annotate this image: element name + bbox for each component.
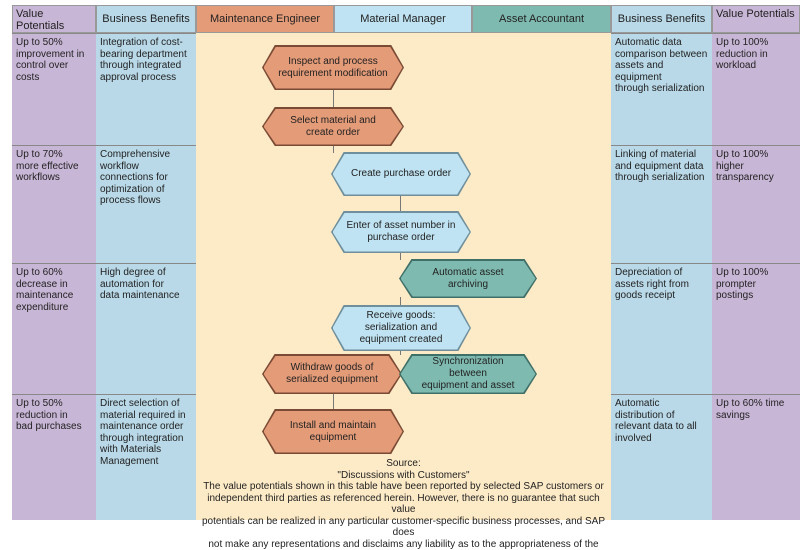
- connector-line: [333, 89, 334, 108]
- connector-line: [333, 393, 334, 410]
- header-business-benefits-right: Business Benefits: [611, 5, 712, 33]
- header-value-potentials-right: Value Potentials: [712, 5, 800, 33]
- disclaimer-line: The value potentials shown in this table…: [196, 481, 611, 493]
- disclaimer-line: potentials can be realized in any partic…: [196, 516, 611, 539]
- disclaimer-line: not make any representations and disclai…: [196, 539, 611, 550]
- header-material-manager: Material Manager: [334, 5, 472, 33]
- connector-line: [333, 145, 334, 153]
- step-automatic-asset-archiving: Automatic asset archiving: [399, 259, 537, 298]
- header-value-potentials-left: Value Potentials: [12, 5, 96, 33]
- header-business-benefits-left: Business Benefits: [96, 5, 196, 33]
- source-reference: "Discussions with Customers": [196, 470, 611, 482]
- source-label: Source:: [196, 458, 611, 470]
- header-maintenance-engineer: Maintenance Engineer: [196, 5, 334, 33]
- connector-line: [400, 252, 401, 260]
- header-asset-accountant: Asset Accountant: [472, 5, 611, 33]
- process-area: [196, 5, 611, 520]
- connector-line: [400, 297, 401, 306]
- disclaimer-line: independent third parties as referenced …: [196, 493, 611, 516]
- step-create-purchase-order: Create purchase order: [331, 152, 471, 196]
- source-note: Source: "Discussions with Customers" The…: [196, 458, 611, 550]
- connector-line: [400, 195, 401, 212]
